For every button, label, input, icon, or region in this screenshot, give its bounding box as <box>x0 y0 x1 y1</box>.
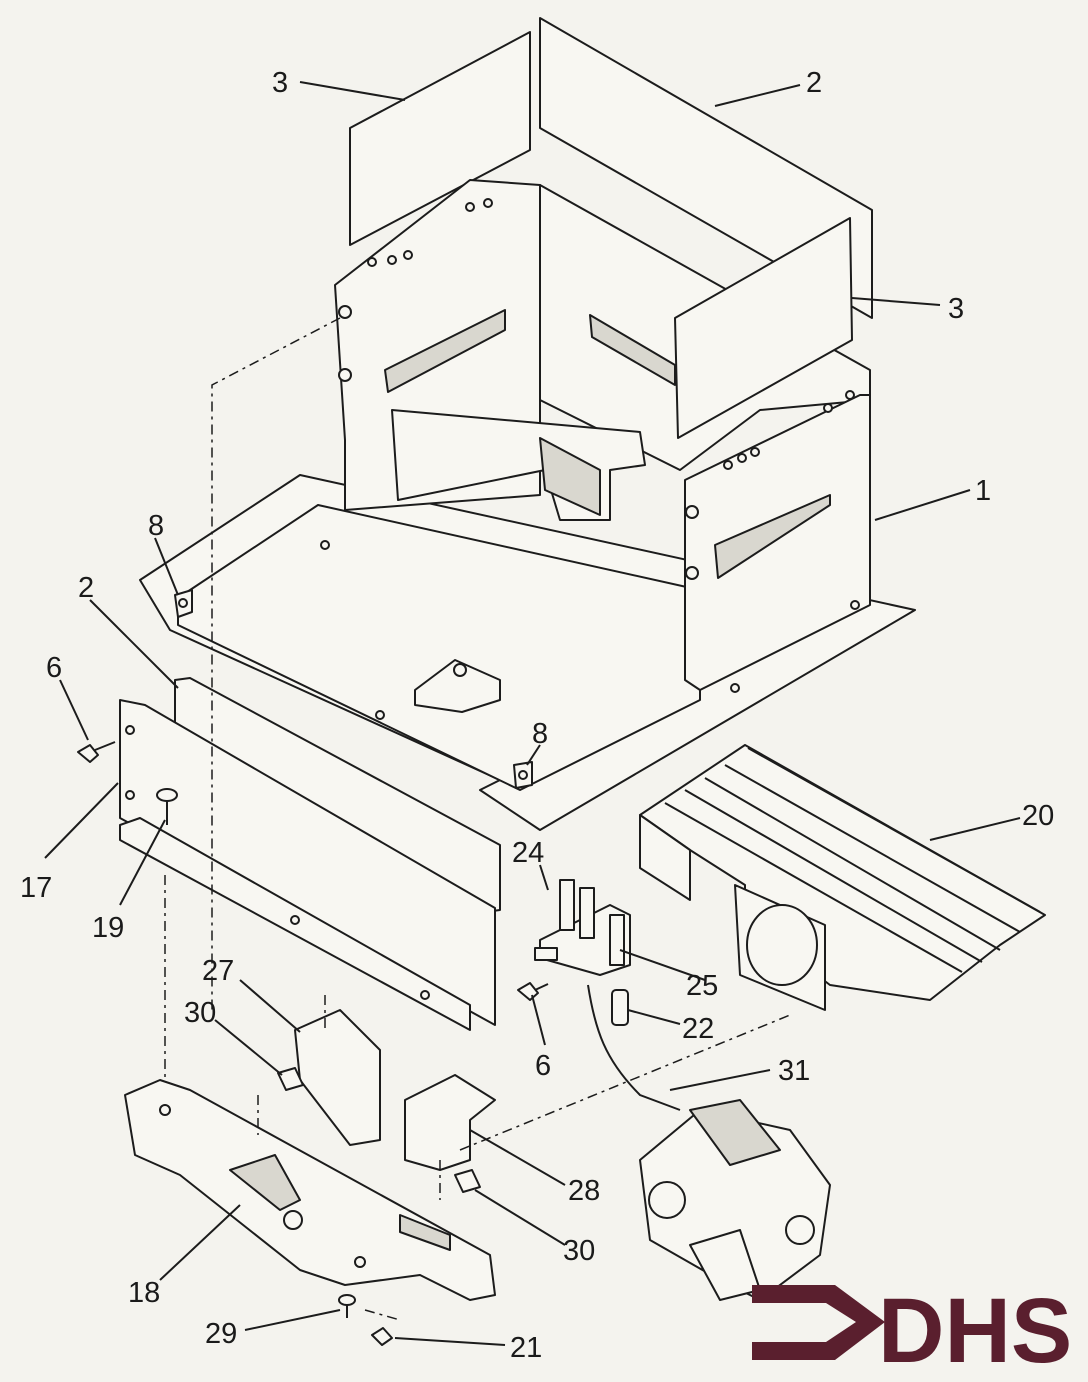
callout-27: 27 <box>202 955 234 987</box>
callout-31: 31 <box>778 1055 810 1087</box>
burner-bracket-18 <box>124 1079 496 1301</box>
callout-17: 17 <box>20 872 52 904</box>
combustion-chamber-1 <box>139 179 916 831</box>
callout-6-left: 6 <box>46 652 62 684</box>
sleeve-22 <box>611 989 629 1026</box>
clip-30-bottom <box>454 1169 481 1193</box>
callout-2-left: 2 <box>78 572 94 604</box>
insulation-panel-3-right <box>674 217 853 439</box>
callout-20: 20 <box>1022 800 1054 832</box>
screw-29 <box>338 1294 356 1318</box>
callout-25: 25 <box>686 970 718 1002</box>
callout-30-top: 30 <box>184 997 216 1029</box>
front-cover-17 <box>119 699 496 1031</box>
callout-labels: 3 2 3 1 8 2 6 8 20 24 17 19 27 25 30 22 … <box>20 67 1054 1364</box>
callout-28: 28 <box>568 1175 600 1207</box>
logo-text: DHS <box>878 1280 1072 1382</box>
callout-22: 22 <box>682 1013 714 1045</box>
shield-27 <box>294 1009 381 1146</box>
screw-6-left <box>77 741 116 763</box>
pilot-assembly-24-25 <box>534 879 631 976</box>
insulation-panel-3-left <box>349 31 531 246</box>
pilot-tube-31 <box>587 984 681 1111</box>
callout-8-left: 8 <box>148 510 164 542</box>
burner-20 <box>639 744 1046 1011</box>
insulation-panel-2-back <box>539 17 873 319</box>
callout-30-bottom: 30 <box>563 1235 595 1267</box>
callout-2-top: 2 <box>806 67 822 99</box>
callout-6-mid: 6 <box>535 1050 551 1082</box>
screw-21 <box>371 1327 393 1346</box>
gas-valve <box>639 1099 831 1301</box>
bracket-8-left <box>174 589 193 618</box>
dhs-logo: DHS <box>752 1280 1072 1382</box>
screw-19 <box>156 788 178 825</box>
callout-3-top: 3 <box>272 67 288 99</box>
callout-8-mid: 8 <box>532 718 548 750</box>
assembly-lines <box>164 317 791 1321</box>
callout-18: 18 <box>128 1277 160 1309</box>
logo-arrow-mark <box>752 1285 885 1360</box>
callout-24: 24 <box>512 837 544 869</box>
bracket-8-mid <box>513 761 533 789</box>
leader-lines <box>44 81 1021 1346</box>
clip-30-top <box>277 1067 304 1091</box>
callout-29: 29 <box>205 1318 237 1350</box>
callout-19: 19 <box>92 912 124 944</box>
callout-3-right: 3 <box>948 293 964 325</box>
callout-21: 21 <box>510 1332 542 1364</box>
callout-1: 1 <box>975 475 991 507</box>
shield-28 <box>404 1074 496 1171</box>
